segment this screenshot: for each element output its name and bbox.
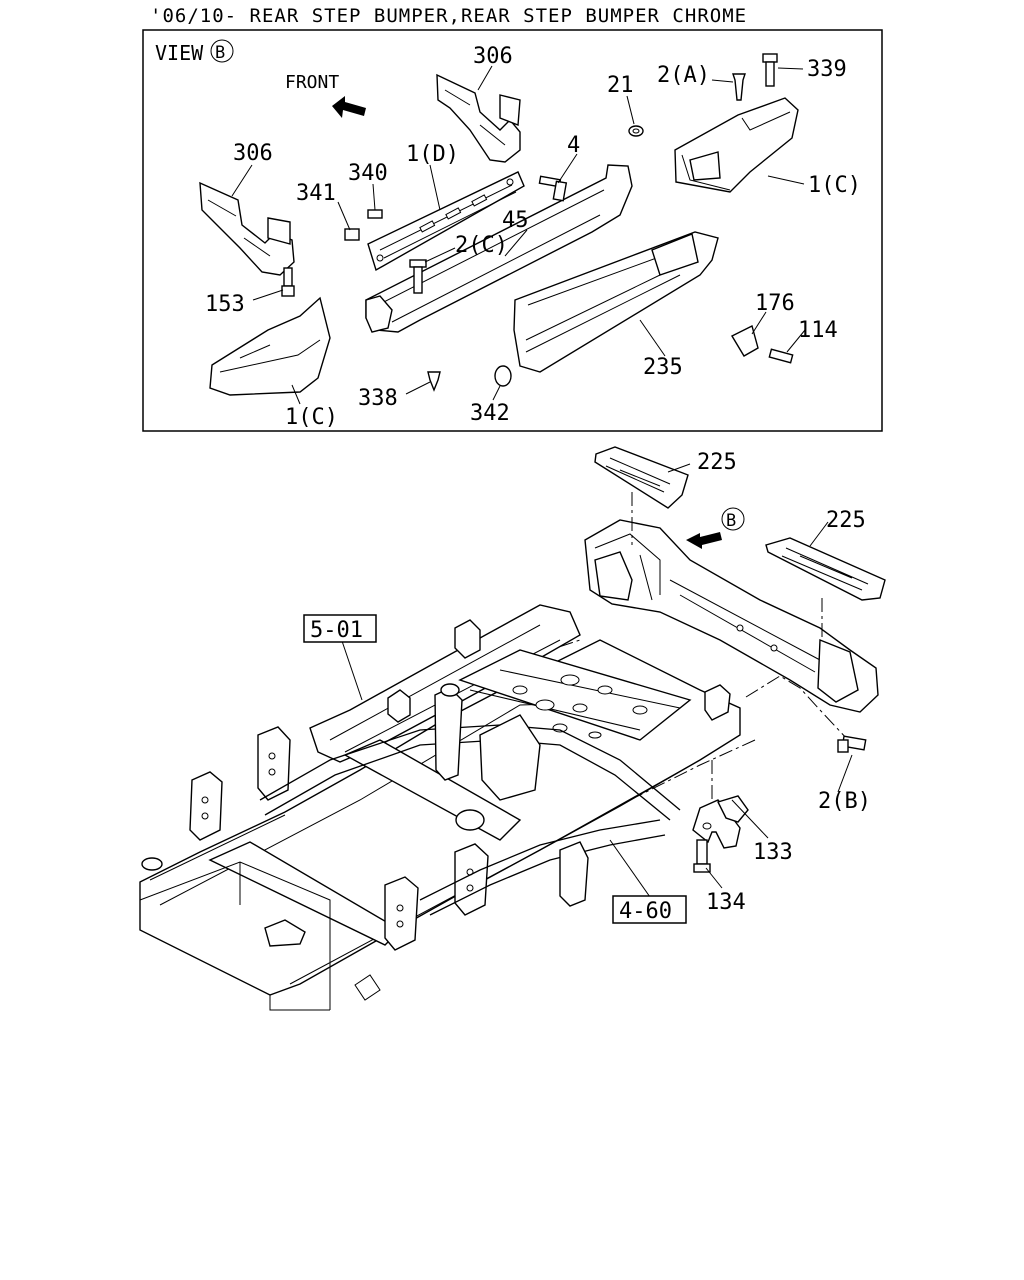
view-marker-circle: B [210, 39, 234, 63]
bolt-4 [538, 175, 568, 202]
bolt-114 [768, 348, 794, 364]
callout-235: 235 [643, 355, 683, 380]
callout-306-top: 306 [473, 44, 513, 69]
callout-2a: 2(A) [657, 63, 710, 88]
callout-4: 4 [567, 133, 580, 158]
rear-bumper-assembly [584, 519, 879, 713]
clip-338 [427, 371, 441, 392]
callout-225-top: 225 [697, 450, 737, 475]
callout-342: 342 [470, 401, 510, 426]
callout-114: 114 [798, 318, 838, 343]
ref-4-60-label: 4-60 [619, 899, 672, 924]
bumper-beam-45 [365, 164, 633, 333]
step-pad-225-top [594, 446, 689, 509]
callout-176: 176 [755, 291, 795, 316]
ref-box-5-01: 5-01 [303, 614, 377, 643]
front-label: FRONT [285, 72, 339, 93]
washer-21 [628, 125, 644, 137]
view-b-marker: B [686, 507, 745, 549]
ref-5-01-label: 5-01 [310, 618, 363, 643]
screw-2a [732, 73, 746, 101]
bracket-176 [731, 324, 759, 357]
leader-lines-detail [231, 65, 806, 405]
view-marker-letter: B [215, 43, 225, 63]
bracket-306-top [436, 73, 521, 163]
callout-2c: 2(C) [455, 233, 508, 258]
callout-133: 133 [753, 840, 793, 865]
bolt-2c [409, 259, 427, 294]
bolt-340 [367, 209, 383, 219]
detail-view-frame [142, 29, 883, 432]
bracket-306-left [199, 181, 295, 276]
diagram-title: '06/10- REAR STEP BUMPER,REAR STEP BUMPE… [150, 5, 747, 27]
corner-cap-1c-right [674, 97, 799, 193]
corner-cap-1c-left [209, 296, 331, 396]
callout-2b: 2(B) [818, 789, 871, 814]
step-pad-235 [513, 231, 719, 373]
view-b-letter: B [726, 511, 736, 531]
callout-341: 341 [296, 181, 336, 206]
leader-lines-main [341, 463, 853, 898]
tow-hook-133 [692, 795, 749, 849]
bolt-134 [693, 839, 711, 873]
nut-341 [344, 228, 360, 241]
bolt-153 [281, 267, 295, 297]
chassis-frame [139, 604, 741, 1011]
callout-225-right: 225 [826, 508, 866, 533]
callout-1c-right: 1(C) [808, 173, 861, 198]
plug-342 [494, 365, 512, 387]
callout-340: 340 [348, 161, 388, 186]
callout-153: 153 [205, 292, 245, 317]
callout-1c-left: 1(C) [285, 405, 338, 430]
callout-338: 338 [358, 386, 398, 411]
front-arrow-icon [332, 96, 366, 118]
callout-134: 134 [706, 890, 746, 915]
rear-suspension [259, 683, 681, 916]
bolt-2b [837, 735, 867, 753]
view-direction-arrow-icon [686, 532, 722, 549]
step-pad-225-right [765, 537, 886, 601]
callout-339: 339 [807, 57, 847, 82]
bolt-339 [762, 53, 778, 87]
callout-21: 21 [607, 73, 634, 98]
callout-45: 45 [502, 208, 529, 233]
mounting-plate-1d [367, 171, 525, 272]
ref-box-4-60: 4-60 [612, 895, 687, 924]
callout-1d: 1(D) [406, 142, 459, 167]
callout-306-left: 306 [233, 141, 273, 166]
view-label: VIEW [155, 41, 204, 65]
